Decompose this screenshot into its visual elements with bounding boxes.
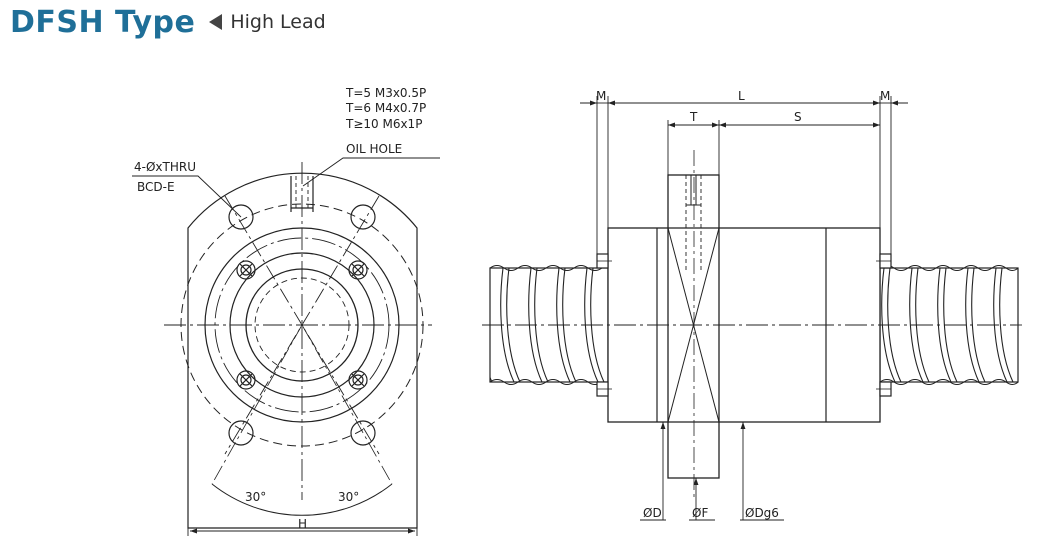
dim-h-label: H xyxy=(298,517,307,531)
oil-hole-spec-1: T=5 M3x0.5P xyxy=(345,86,426,100)
dim-dg6-label: ØDg6 xyxy=(745,506,779,520)
tapped-hole-br xyxy=(348,370,368,390)
header: DFSH Type High Lead xyxy=(10,2,326,42)
tapped-hole-bl xyxy=(236,370,256,390)
oil-hole-label: OIL HOLE xyxy=(346,142,402,156)
triangle-left-icon xyxy=(209,14,223,30)
tapped-hole-tr xyxy=(348,260,368,280)
oil-hole-spec-2: T=6 M4x0.7P xyxy=(345,101,426,115)
tapped-hole-tl xyxy=(236,260,256,280)
dim-f-label: ØF xyxy=(692,506,708,520)
thru-hole-br xyxy=(350,420,376,446)
thru-hole-label: 4-ØxTHRU xyxy=(134,160,196,174)
dim-m-right-label: M xyxy=(880,89,890,103)
angle-right-label: 30° xyxy=(338,490,359,504)
thru-hole-tl xyxy=(228,204,254,230)
flange-outline xyxy=(187,172,418,529)
angle-left-label: 30° xyxy=(245,490,266,504)
side-view xyxy=(482,96,1022,521)
oil-hole-leader xyxy=(302,157,440,187)
oil-hole-spec-3: T≥10 M6x1P xyxy=(345,117,422,131)
dim-t-label: T xyxy=(689,110,698,124)
thru-hole-leader xyxy=(132,175,242,218)
bcd-label: BCD-E xyxy=(137,180,175,194)
thru-hole-bl xyxy=(228,420,254,446)
angle-arc xyxy=(211,483,393,516)
page-title: DFSH Type xyxy=(10,4,196,40)
dim-s-label: S xyxy=(794,110,802,124)
page-subtitle: High Lead xyxy=(230,11,326,33)
dim-d-label: ØD xyxy=(643,506,662,520)
thru-hole-tr xyxy=(350,204,376,230)
dim-l-label: L xyxy=(738,89,745,103)
dim-m-left-label: M xyxy=(596,89,606,103)
front-view xyxy=(132,157,440,536)
